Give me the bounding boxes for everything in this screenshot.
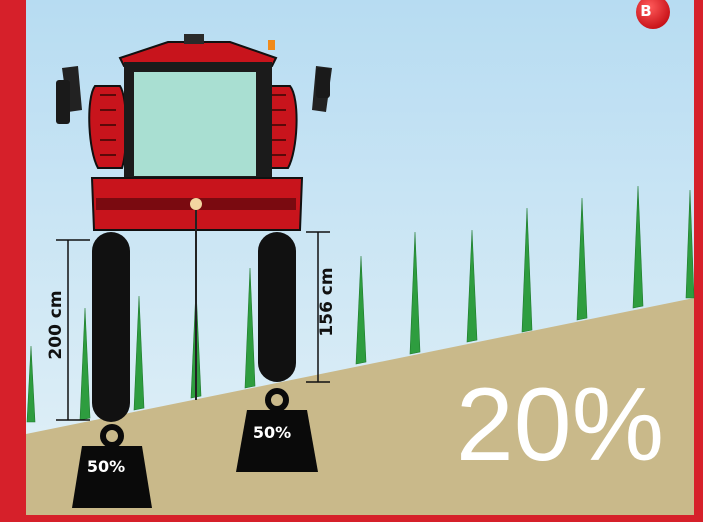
left-load-label: 50% xyxy=(87,457,125,476)
vine-plant xyxy=(521,207,533,333)
vine-plant xyxy=(466,229,478,343)
roof-beacon xyxy=(184,34,204,44)
vine-plant xyxy=(244,267,256,389)
brand-emblem xyxy=(190,198,202,210)
left-fan-grille xyxy=(100,94,116,156)
sprayer-machine xyxy=(56,34,332,422)
badge-circle xyxy=(636,0,670,29)
right-fan-grille xyxy=(268,94,286,156)
badge-label: B xyxy=(640,2,651,20)
vine-plant xyxy=(355,255,367,365)
roof-light xyxy=(268,40,275,50)
left-height-label: 200 cm xyxy=(46,290,66,359)
sloped-ground xyxy=(26,298,694,515)
right-tire xyxy=(258,232,296,382)
weight-handle xyxy=(100,424,124,448)
left-mirror xyxy=(56,80,70,124)
vine-plant xyxy=(632,185,644,309)
vine-plant xyxy=(79,307,91,421)
vine-plant xyxy=(133,295,145,411)
left-height-dimension: 200 cm xyxy=(46,239,90,421)
left-load-weight: 50% xyxy=(72,424,152,508)
right-load-label: 50% xyxy=(253,423,291,442)
weight-body xyxy=(236,410,318,472)
right-height-dimension: 156 cm xyxy=(306,231,337,383)
slope-percent: 20% xyxy=(456,367,664,483)
vine-plant xyxy=(576,197,588,321)
cabin-window xyxy=(134,72,256,176)
left-tire xyxy=(92,232,130,422)
vine-plant xyxy=(685,189,695,299)
badge-b: B xyxy=(636,0,670,29)
right-mirror xyxy=(316,68,330,98)
vine-plant xyxy=(26,345,36,423)
weight-handle xyxy=(265,388,289,412)
weight-body xyxy=(72,446,152,508)
right-height-label: 156 cm xyxy=(317,267,337,336)
right-load-weight: 50% xyxy=(236,388,318,472)
vine-plant xyxy=(409,231,421,355)
